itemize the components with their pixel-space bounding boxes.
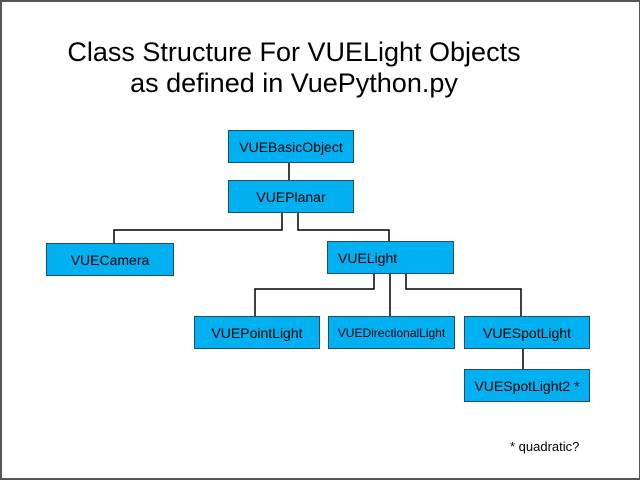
link-light-spot: [405, 274, 522, 317]
node-label: VUECamera: [70, 251, 150, 268]
node-vuedirectionallight: VUEDirectionalLight: [328, 316, 455, 349]
node-vuespotlight2: VUESpotLight2 *: [464, 369, 590, 402]
node-label: VUEBasicObject: [239, 138, 343, 155]
node-vuebasicobject: VUEBasicObject: [228, 130, 354, 163]
node-label: VUEPlanar: [256, 188, 326, 205]
node-vuecamera: VUECamera: [46, 243, 174, 276]
node-vuespotlight: VUESpotLight: [464, 316, 590, 349]
diagram-title-line-2: as defined in VuePython.py: [130, 68, 458, 98]
footnote: * quadratic?: [510, 439, 580, 454]
node-vueplanar: VUEPlanar: [228, 180, 354, 213]
diagram-title-line-1: Class Structure For VUELight Objects: [67, 37, 521, 67]
link-planar-light: [297, 212, 390, 242]
node-vuepointlight: VUEPointLight: [194, 316, 320, 349]
link-light-point: [254, 274, 375, 317]
node-label: VUEDirectionalLight: [337, 325, 446, 340]
link-planar-camera: [113, 212, 283, 244]
node-label: VUESpotLight2 *: [474, 377, 580, 394]
node-label: VUEPointLight: [211, 324, 303, 341]
node-vuelight: VUELight: [327, 241, 454, 274]
node-label: VUESpotLight: [483, 324, 571, 341]
node-label: VUELight: [338, 249, 398, 266]
